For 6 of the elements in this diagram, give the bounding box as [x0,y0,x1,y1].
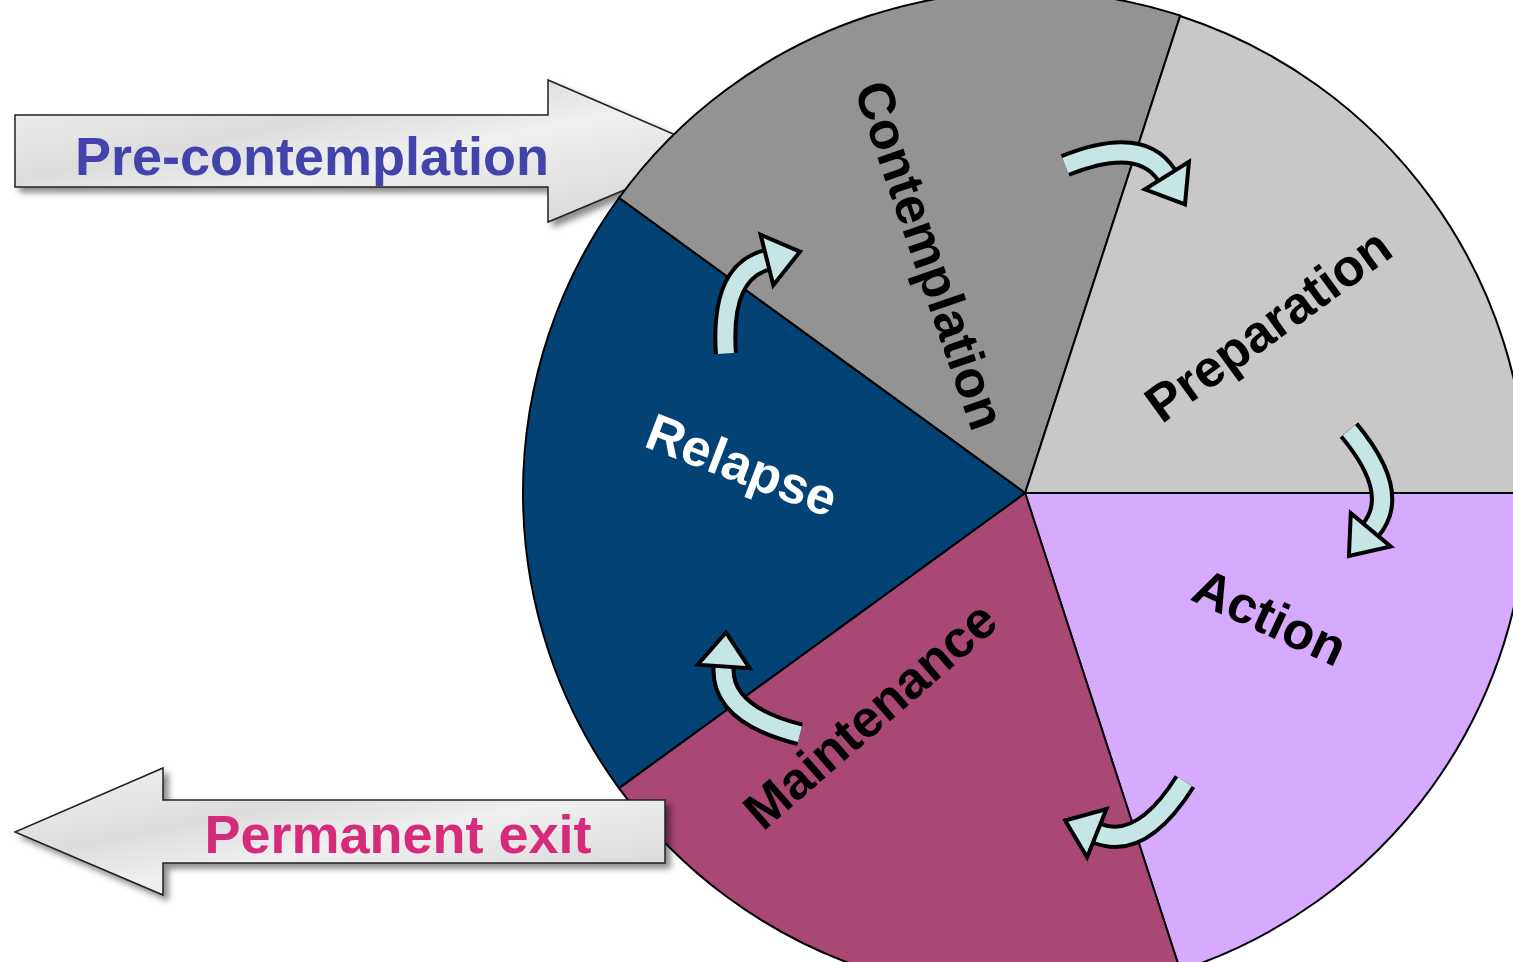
curved-arrow [713,231,804,355]
curved-arrow [693,629,804,746]
curved-arrow [1062,774,1195,862]
stage-label: Permanent exit [204,807,592,861]
curved-arrow [1339,422,1396,559]
curved-arrow [1061,140,1192,208]
